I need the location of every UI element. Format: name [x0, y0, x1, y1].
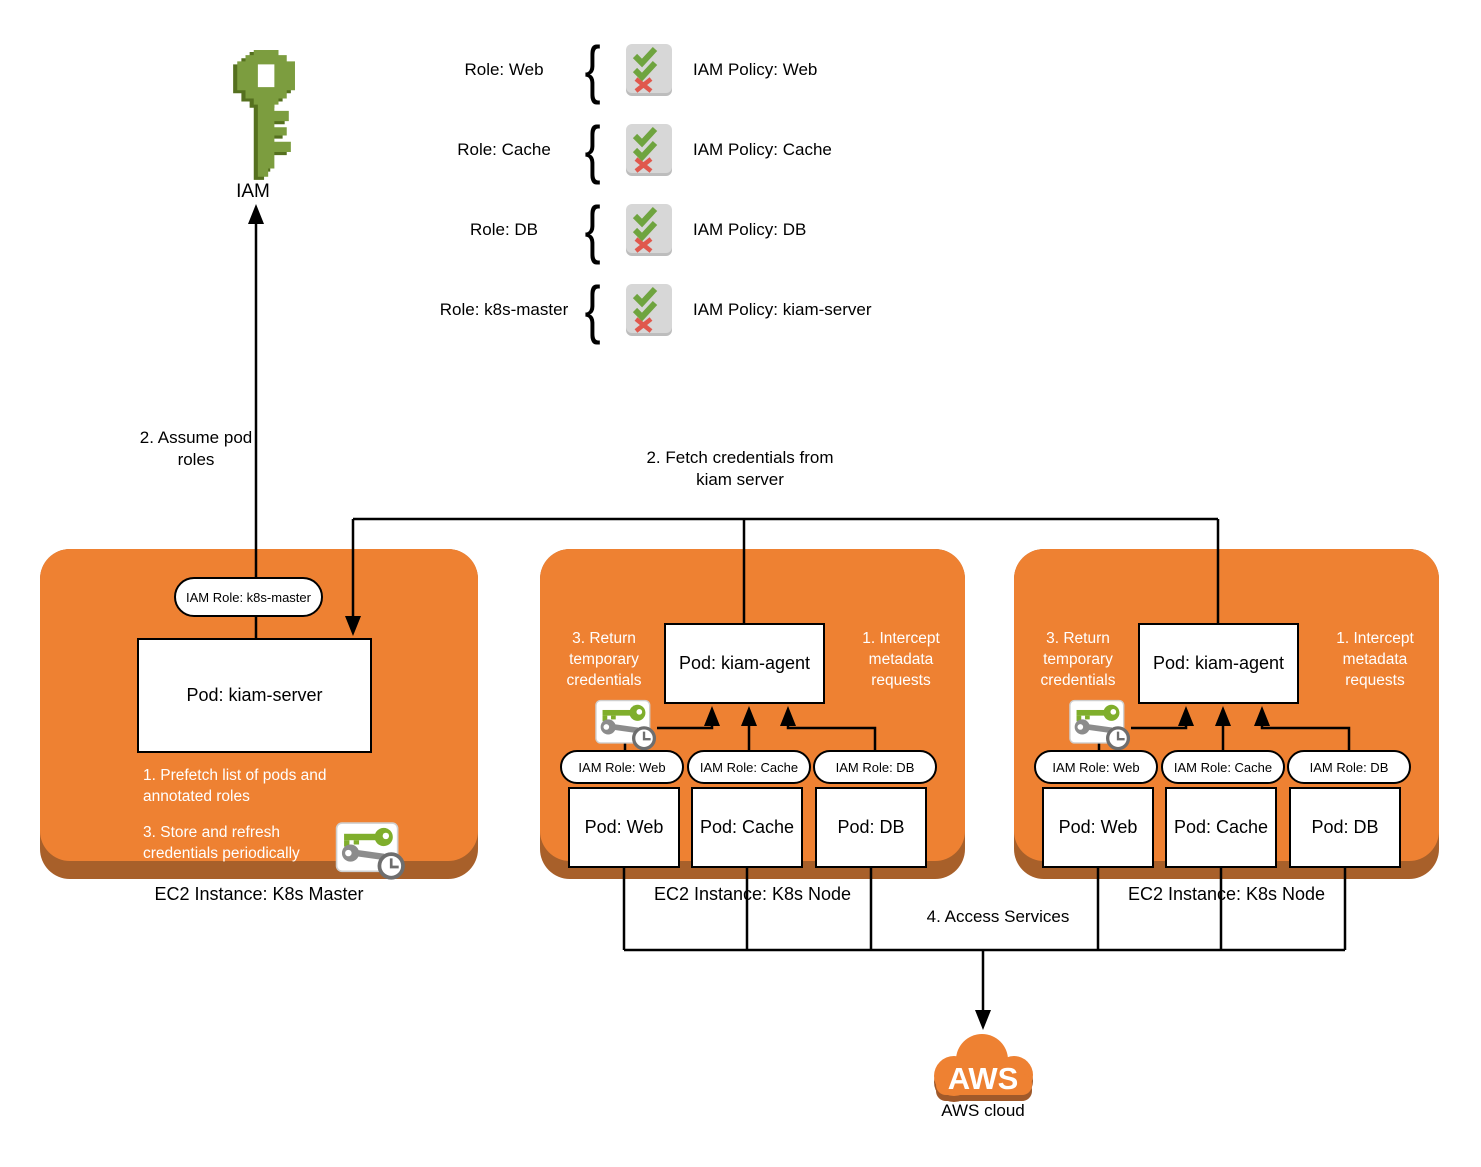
pod-db-2: Pod: DB: [1289, 787, 1401, 868]
credentials-key-clock-icon: [1069, 699, 1131, 751]
pod-cache-2: Pod: Cache: [1165, 787, 1277, 868]
iam-role-oval-db-2: IAM Role: DB: [1287, 750, 1411, 784]
role-label-k8s-master: Role: k8s-master: [439, 300, 569, 319]
iam-policy-icon-cache: [626, 124, 672, 176]
iam-role-oval-cache-1: IAM Role: Cache: [687, 750, 811, 784]
ec2-worker-label-1: EC2 Instance: K8s Node: [653, 884, 852, 904]
return-credentials-note-1: 3. Return temporary credentials: [566, 630, 642, 690]
iam-role-oval-web-2: IAM Role: Web: [1034, 750, 1158, 784]
iam-role-oval-db-1: IAM Role: DB: [813, 750, 937, 784]
iam-key-icon: [233, 50, 295, 180]
iam-policy-label-kiam-server: IAM Policy: kiam-server: [693, 300, 872, 319]
access-services-note: 4. Access Services: [926, 907, 1070, 926]
iam-policy-icon-web: [626, 44, 672, 96]
credentials-key-clock-icon: [595, 699, 657, 751]
iam-role-oval-cache-2: IAM Role: Cache: [1161, 750, 1285, 784]
pod-kiam-agent-2: Pod: kiam-agent: [1138, 623, 1299, 704]
pod-cache-1: Pod: Cache: [691, 787, 803, 868]
aws-cloud-label: AWS cloud: [941, 1101, 1025, 1120]
iam-policy-label-web: IAM Policy: Web: [693, 60, 818, 79]
role-label-cache: Role: Cache: [457, 140, 551, 159]
intercept-metadata-note-1: 1. Intercept metadata requests: [862, 630, 940, 690]
intercept-metadata-note-2: 1. Intercept metadata requests: [1336, 630, 1414, 690]
ec2-worker-label-2: EC2 Instance: K8s Node: [1127, 884, 1326, 904]
role-label-db: Role: DB: [469, 220, 539, 239]
brace-glyph: {: [584, 33, 601, 105]
iam-policy-label-cache: IAM Policy: Cache: [693, 140, 832, 159]
iam-role-oval-web-1: IAM Role: Web: [560, 750, 684, 784]
pod-kiam-agent-1: Pod: kiam-agent: [664, 623, 825, 704]
pod-web-1: Pod: Web: [568, 787, 680, 868]
aws-cloud-icon: AWS: [934, 1034, 1033, 1102]
iam-policy-icon-kiam-server: [626, 284, 672, 336]
iam-policy-icon-db: [626, 204, 672, 256]
aws-cloud-text: AWS: [948, 1061, 1019, 1096]
return-credentials-note-2: 3. Return temporary credentials: [1040, 630, 1116, 690]
assume-pod-roles-note: 2. Assume pod roles: [139, 428, 253, 470]
iam-role-oval-k8s-master: IAM Role: k8s-master: [174, 577, 323, 617]
brace-glyph: {: [584, 273, 601, 345]
pod-web-2: Pod: Web: [1042, 787, 1154, 868]
pod-kiam-server: Pod: kiam-server: [137, 638, 372, 753]
ec2-master-label: EC2 Instance: K8s Master: [154, 884, 364, 904]
prefetch-note: 1. Prefetch list of pods and annotated r…: [143, 767, 327, 806]
iam-label: IAM: [236, 181, 270, 202]
iam-policy-label-db: IAM Policy: DB: [693, 220, 807, 239]
brace-glyph: {: [584, 193, 601, 265]
store-refresh-note: 3. Store and refresh credentials periodi…: [143, 824, 300, 863]
fetch-credentials-note: 2. Fetch credentials from kiam server: [646, 448, 834, 490]
brace-glyph: {: [584, 113, 601, 185]
credentials-key-clock-icon: [335, 822, 405, 880]
pod-db-1: Pod: DB: [815, 787, 927, 868]
role-label-web: Role: Web: [464, 60, 544, 79]
